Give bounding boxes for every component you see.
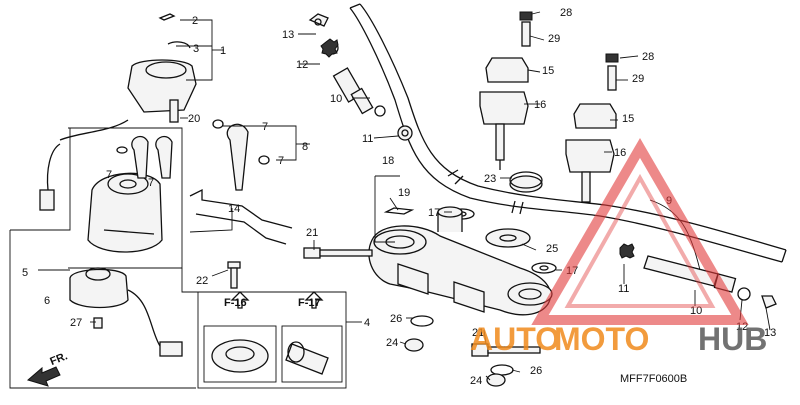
callout-labels: 2 3 1 13 12 10 11 20 7 8 7 7 7 14 5 6 27… (22, 7, 776, 387)
callout-7b: 7 (278, 155, 284, 167)
pinch-bolt-lower (471, 343, 541, 357)
handlebar (349, 3, 787, 263)
callout-6: 6 (44, 295, 50, 307)
callout-16b: 16 (614, 147, 626, 159)
diagram-code: MFF7F0600B (620, 373, 687, 385)
callout-20: 20 (188, 113, 200, 125)
grip-end-left (308, 13, 386, 117)
callout-8: 8 (302, 141, 308, 153)
assembly-boxes (9, 127, 346, 389)
watermark-triangle-icon (531, 138, 749, 325)
callout-29a: 29 (548, 33, 560, 45)
callout-15b: 15 (622, 113, 634, 125)
callout-24b: 24 (470, 375, 482, 387)
key-rings-7 (212, 119, 270, 165)
reference-box (197, 291, 362, 389)
watermark: AUTO MOTO HUB (470, 138, 767, 357)
ref-f17-label: F-17 (298, 297, 321, 309)
front-direction-arrow (26, 366, 61, 387)
callout-24a: 24 (386, 337, 398, 349)
watermark-hub: HUB (698, 321, 767, 357)
callout-26a: 26 (390, 313, 402, 325)
callout-28b: 28 (642, 51, 654, 63)
ref-f16-label: F-16 (224, 297, 247, 309)
callout-4: 4 (364, 317, 370, 329)
callout-23: 23 (484, 173, 496, 185)
cap-23 (509, 171, 543, 193)
callout-1: 1 (220, 45, 226, 57)
callout-17a: 17 (428, 207, 440, 219)
keys (116, 123, 249, 191)
callout-25: 25 (546, 243, 558, 255)
nuts-24-26 (404, 315, 514, 387)
callout-18: 18 (382, 155, 394, 167)
callout-21a: 21 (306, 227, 318, 239)
front-label: FR. (48, 350, 69, 368)
callout-22: 22 (196, 275, 208, 287)
ignition-switch (39, 119, 163, 253)
callout-19: 19 (398, 187, 410, 199)
callout-3: 3 (193, 43, 199, 55)
callout-15a: 15 (542, 65, 554, 77)
handlebar-holder-left (479, 11, 533, 170)
immobilizer-unit (69, 267, 183, 357)
callout-7c: 7 (106, 169, 112, 181)
switch-cover (127, 13, 197, 123)
handlebar-holder-right (565, 53, 619, 203)
watermark-moto: MOTO (554, 321, 649, 357)
callout-10b: 10 (690, 305, 702, 317)
callout-2: 2 (192, 15, 198, 27)
callout-29b: 29 (632, 73, 644, 85)
callout-26b: 26 (530, 365, 542, 377)
pinch-bolt-upper (303, 247, 373, 259)
harness-clamp-14 (189, 188, 293, 245)
callout-13: 13 (282, 29, 294, 41)
callout-7d: 7 (148, 177, 154, 189)
callout-27: 27 (70, 317, 82, 329)
callout-11: 11 (362, 133, 373, 145)
callout-11b: 11 (618, 283, 629, 295)
callout-28a: 28 (560, 7, 572, 19)
callout-10: 10 (330, 93, 342, 105)
bolt-22 (227, 261, 241, 289)
callout-21b: 21 (472, 327, 484, 339)
callout-16a: 16 (534, 99, 546, 111)
callout-13b: 13 (764, 327, 776, 339)
callout-7a: 7 (262, 121, 268, 133)
callout-5: 5 (22, 267, 28, 279)
nut-11-left (397, 125, 413, 141)
watermark-auto: AUTO (470, 321, 560, 357)
callout-12: 12 (296, 59, 308, 71)
callout-14: 14 (228, 203, 240, 215)
top-bridge (368, 206, 553, 316)
